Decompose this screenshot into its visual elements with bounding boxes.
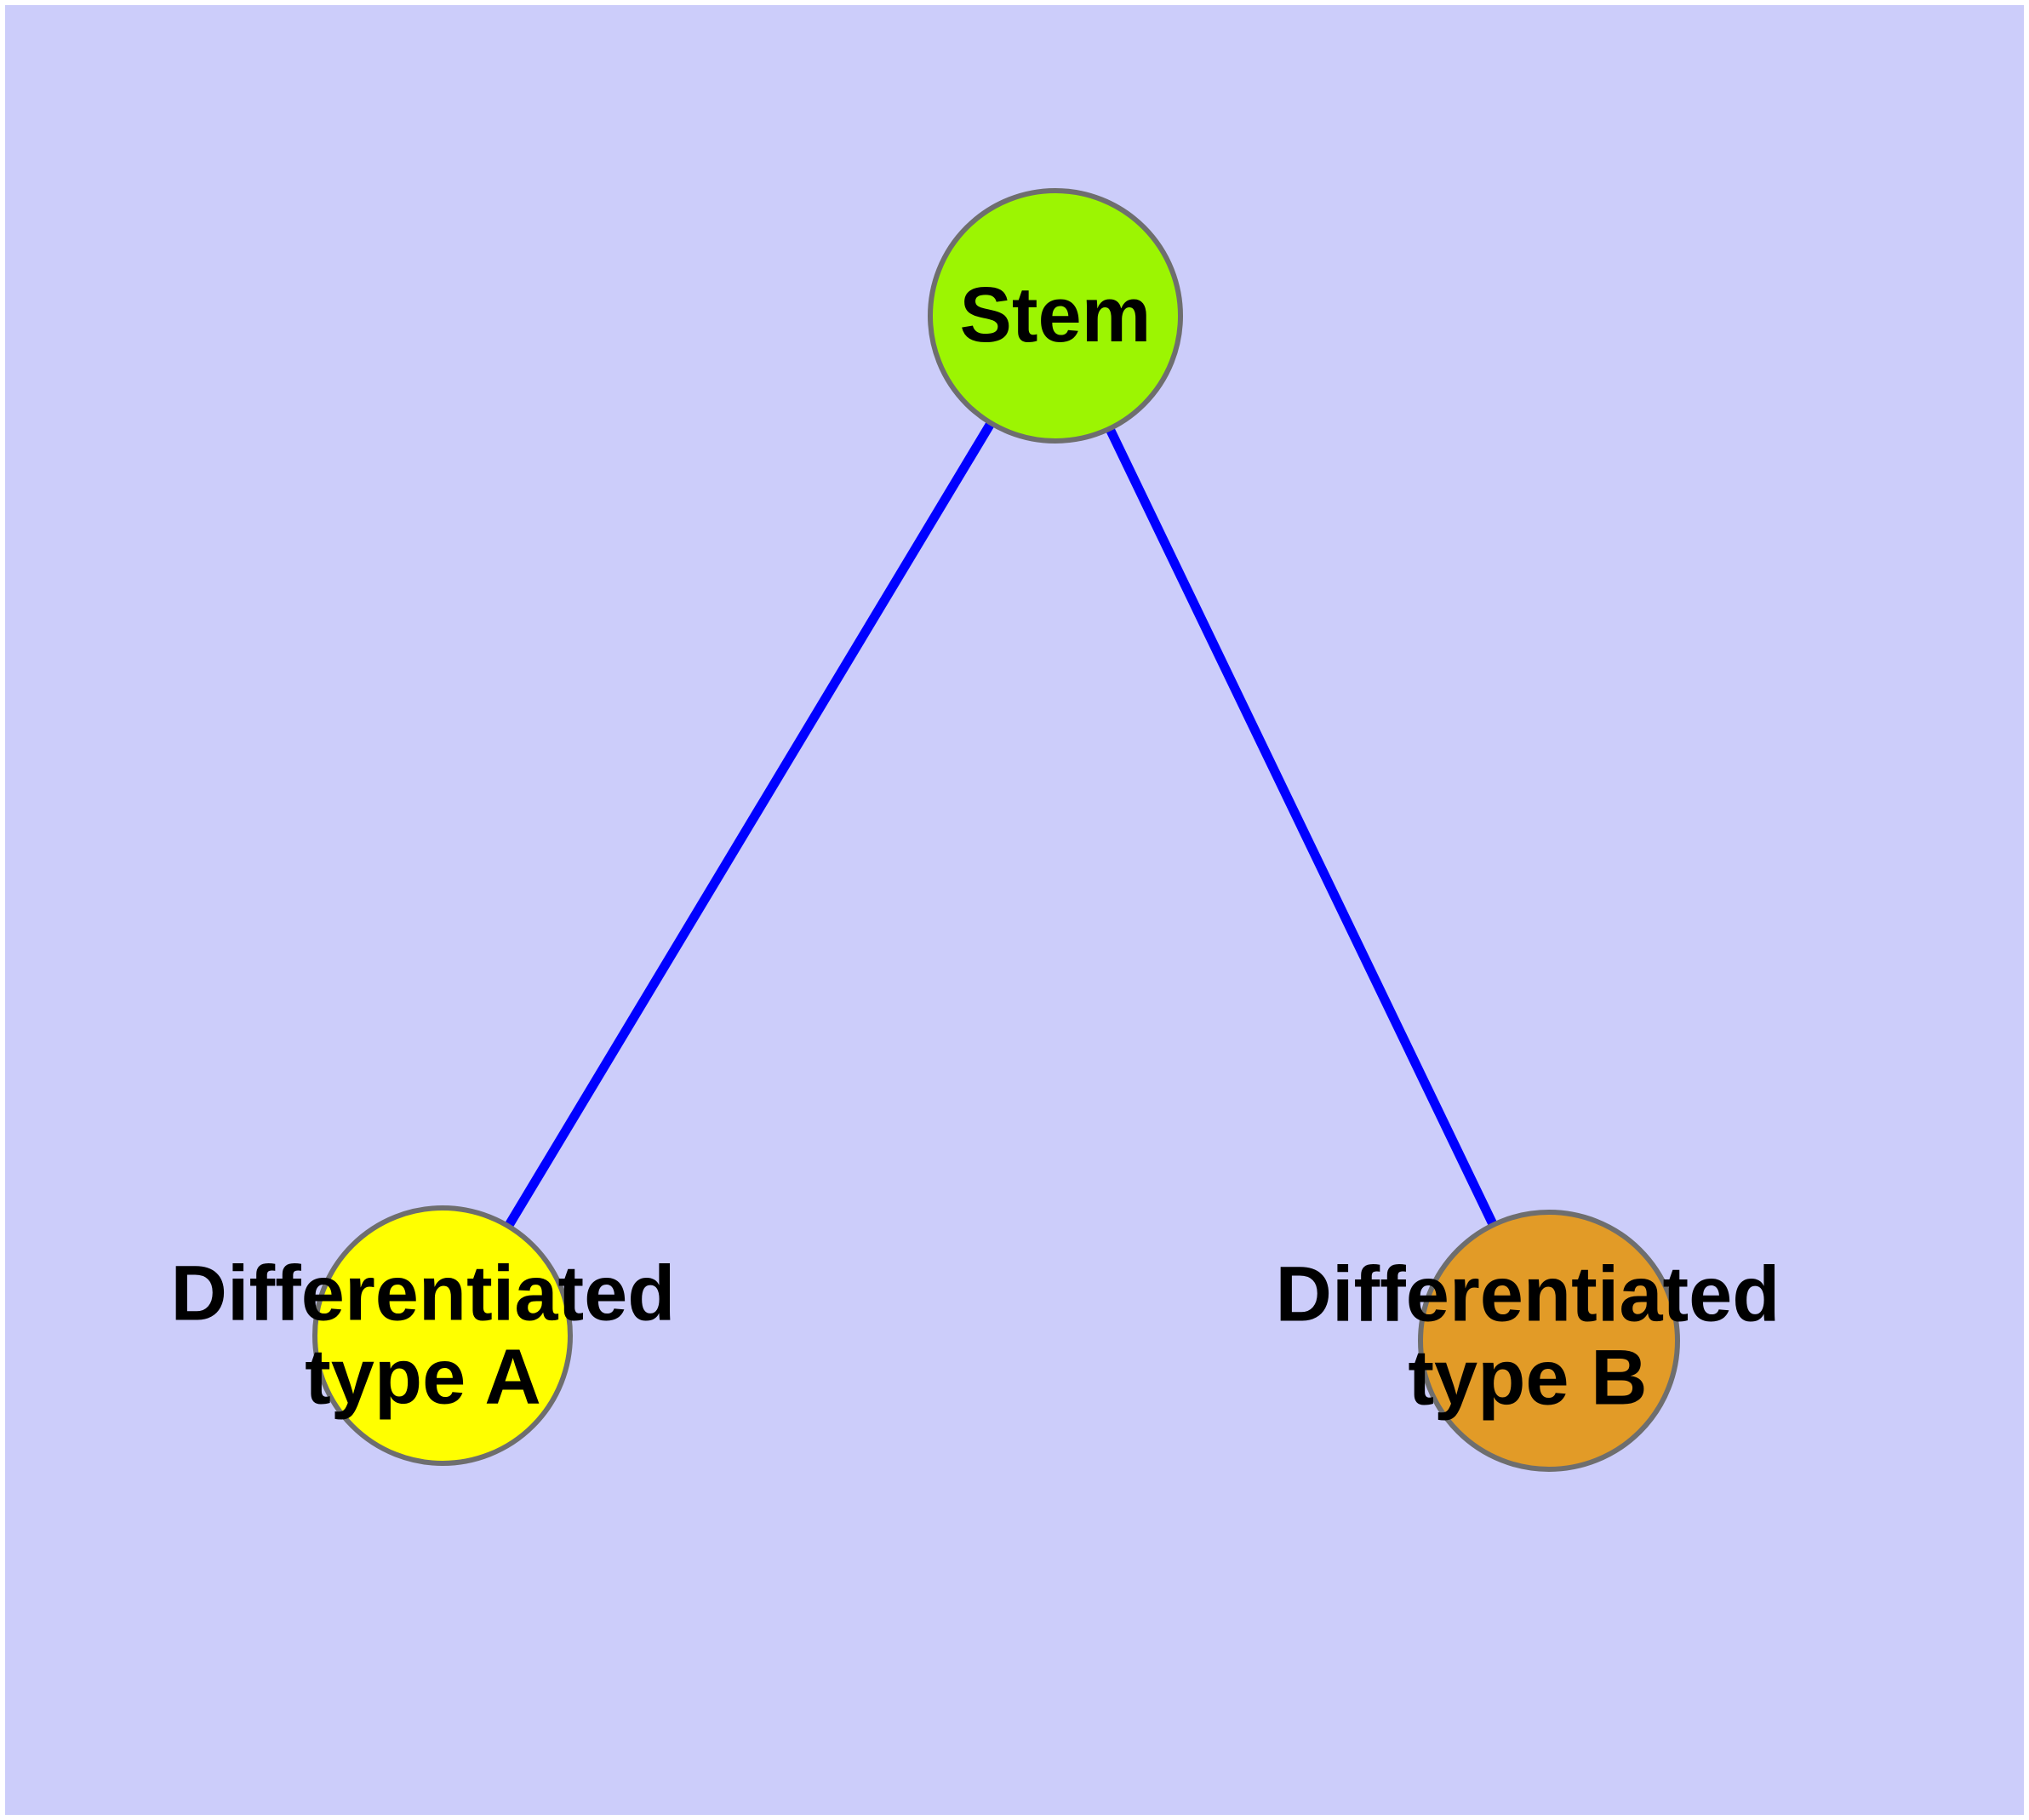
graph-node-diff_b[interactable] (1418, 1210, 1680, 1472)
nodes-layer (312, 188, 1680, 1472)
graph-node-stem[interactable] (928, 188, 1183, 444)
graph-edge (505, 421, 995, 1228)
graph-node-diff_a[interactable] (312, 1205, 573, 1466)
edges-layer (505, 421, 1497, 1228)
graph-edge (1106, 426, 1497, 1227)
